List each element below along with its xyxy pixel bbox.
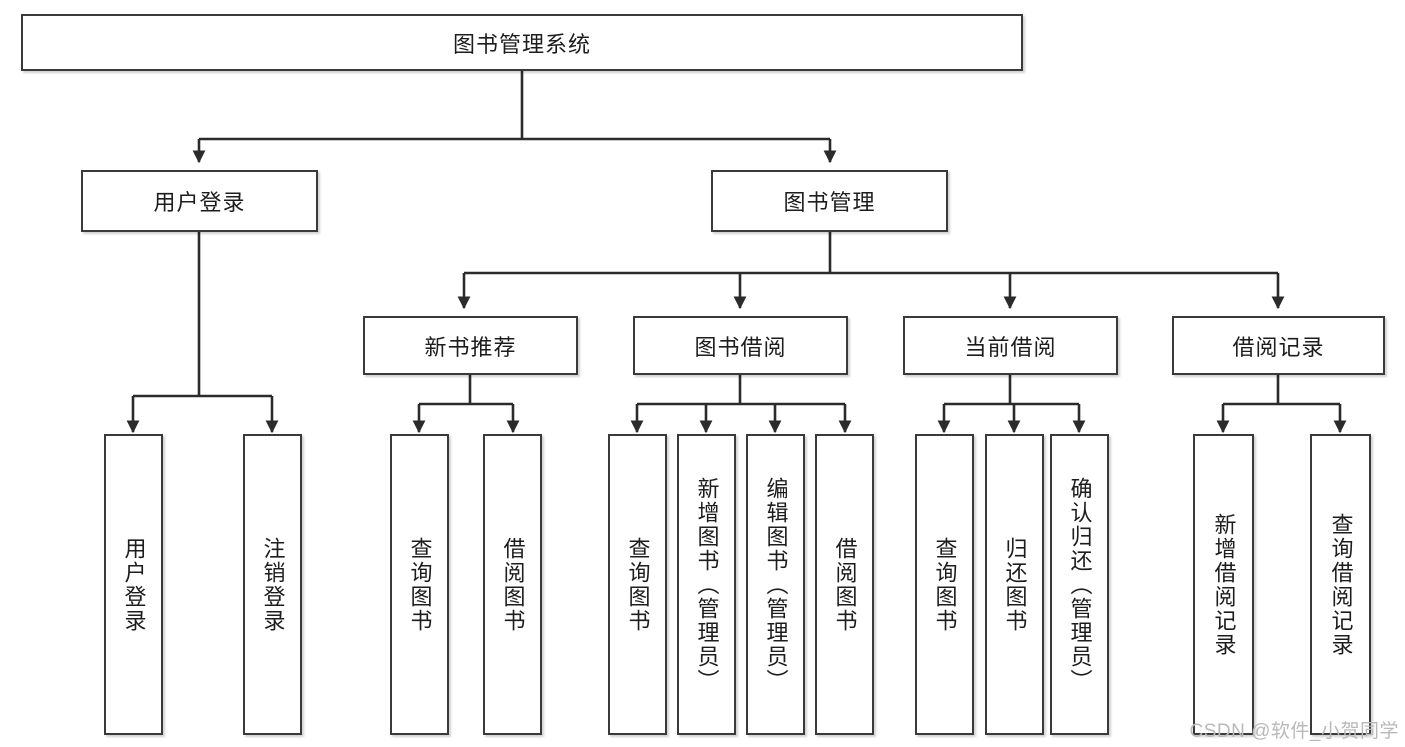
node-user-login[interactable]: 用户登录 [81,170,318,232]
node-current-borrow[interactable]: 当前借阅 [903,316,1118,375]
node-leaf-confirm-return[interactable]: 确认归还（管理员） [1050,434,1109,735]
node-leaf-borrow-book-1[interactable]: 借阅图书 [483,434,542,735]
node-new-book-rec[interactable]: 新书推荐 [363,316,578,375]
node-leaf-return-book-label: 归还图书 [1002,536,1028,633]
node-root[interactable]: 图书管理系统 [21,14,1023,71]
node-current-borrow-label: 当前借阅 [964,334,1057,360]
node-book-borrow[interactable]: 图书借阅 [633,316,848,375]
node-leaf-add-record[interactable]: 新增借阅记录 [1193,434,1254,735]
node-book-manage-label: 图书管理 [783,190,876,215]
node-leaf-query-book-3[interactable]: 查询图书 [915,434,974,735]
node-book-borrow-label: 图书借阅 [694,334,787,360]
node-leaf-user-logout[interactable]: 注销登录 [243,434,302,735]
node-leaf-add-book[interactable]: 新增图书（管理员） [677,434,736,735]
node-leaf-borrow-book-2[interactable]: 借阅图书 [815,434,874,735]
node-leaf-user-logout-label: 注销登录 [260,536,286,633]
watermark: CSDN @软件_小贺同学 [1189,721,1399,742]
node-leaf-query-record[interactable]: 查询借阅记录 [1310,434,1371,735]
node-leaf-query-book-3-label: 查询图书 [932,536,958,633]
node-new-book-rec-label: 新书推荐 [424,334,517,360]
node-user-login-label: 用户登录 [153,190,246,215]
node-leaf-borrow-book-2-label: 借阅图书 [832,536,858,633]
node-book-manage[interactable]: 图书管理 [711,170,948,232]
node-leaf-return-book[interactable]: 归还图书 [985,434,1044,735]
node-leaf-add-book-label: 新增图书（管理员） [694,476,720,693]
node-leaf-query-record-label: 查询借阅记录 [1328,512,1354,657]
node-leaf-query-book-2[interactable]: 查询图书 [608,434,667,735]
node-borrow-record[interactable]: 借阅记录 [1172,316,1385,375]
node-leaf-add-record-label: 新增借阅记录 [1211,512,1237,657]
node-leaf-user-login[interactable]: 用户登录 [104,434,163,735]
node-leaf-borrow-book-1-label: 借阅图书 [500,536,526,633]
node-borrow-record-label: 借阅记录 [1232,334,1325,360]
node-leaf-query-book-1-label: 查询图书 [407,536,433,633]
node-leaf-user-login-label: 用户登录 [121,536,147,633]
node-leaf-edit-book[interactable]: 编辑图书（管理员） [746,434,805,735]
node-leaf-query-book-1[interactable]: 查询图书 [390,434,449,735]
node-leaf-query-book-2-label: 查询图书 [625,536,651,633]
node-root-label: 图书管理系统 [452,31,591,57]
node-leaf-edit-book-label: 编辑图书（管理员） [763,476,789,693]
node-leaf-confirm-return-label: 确认归还（管理员） [1067,476,1093,693]
